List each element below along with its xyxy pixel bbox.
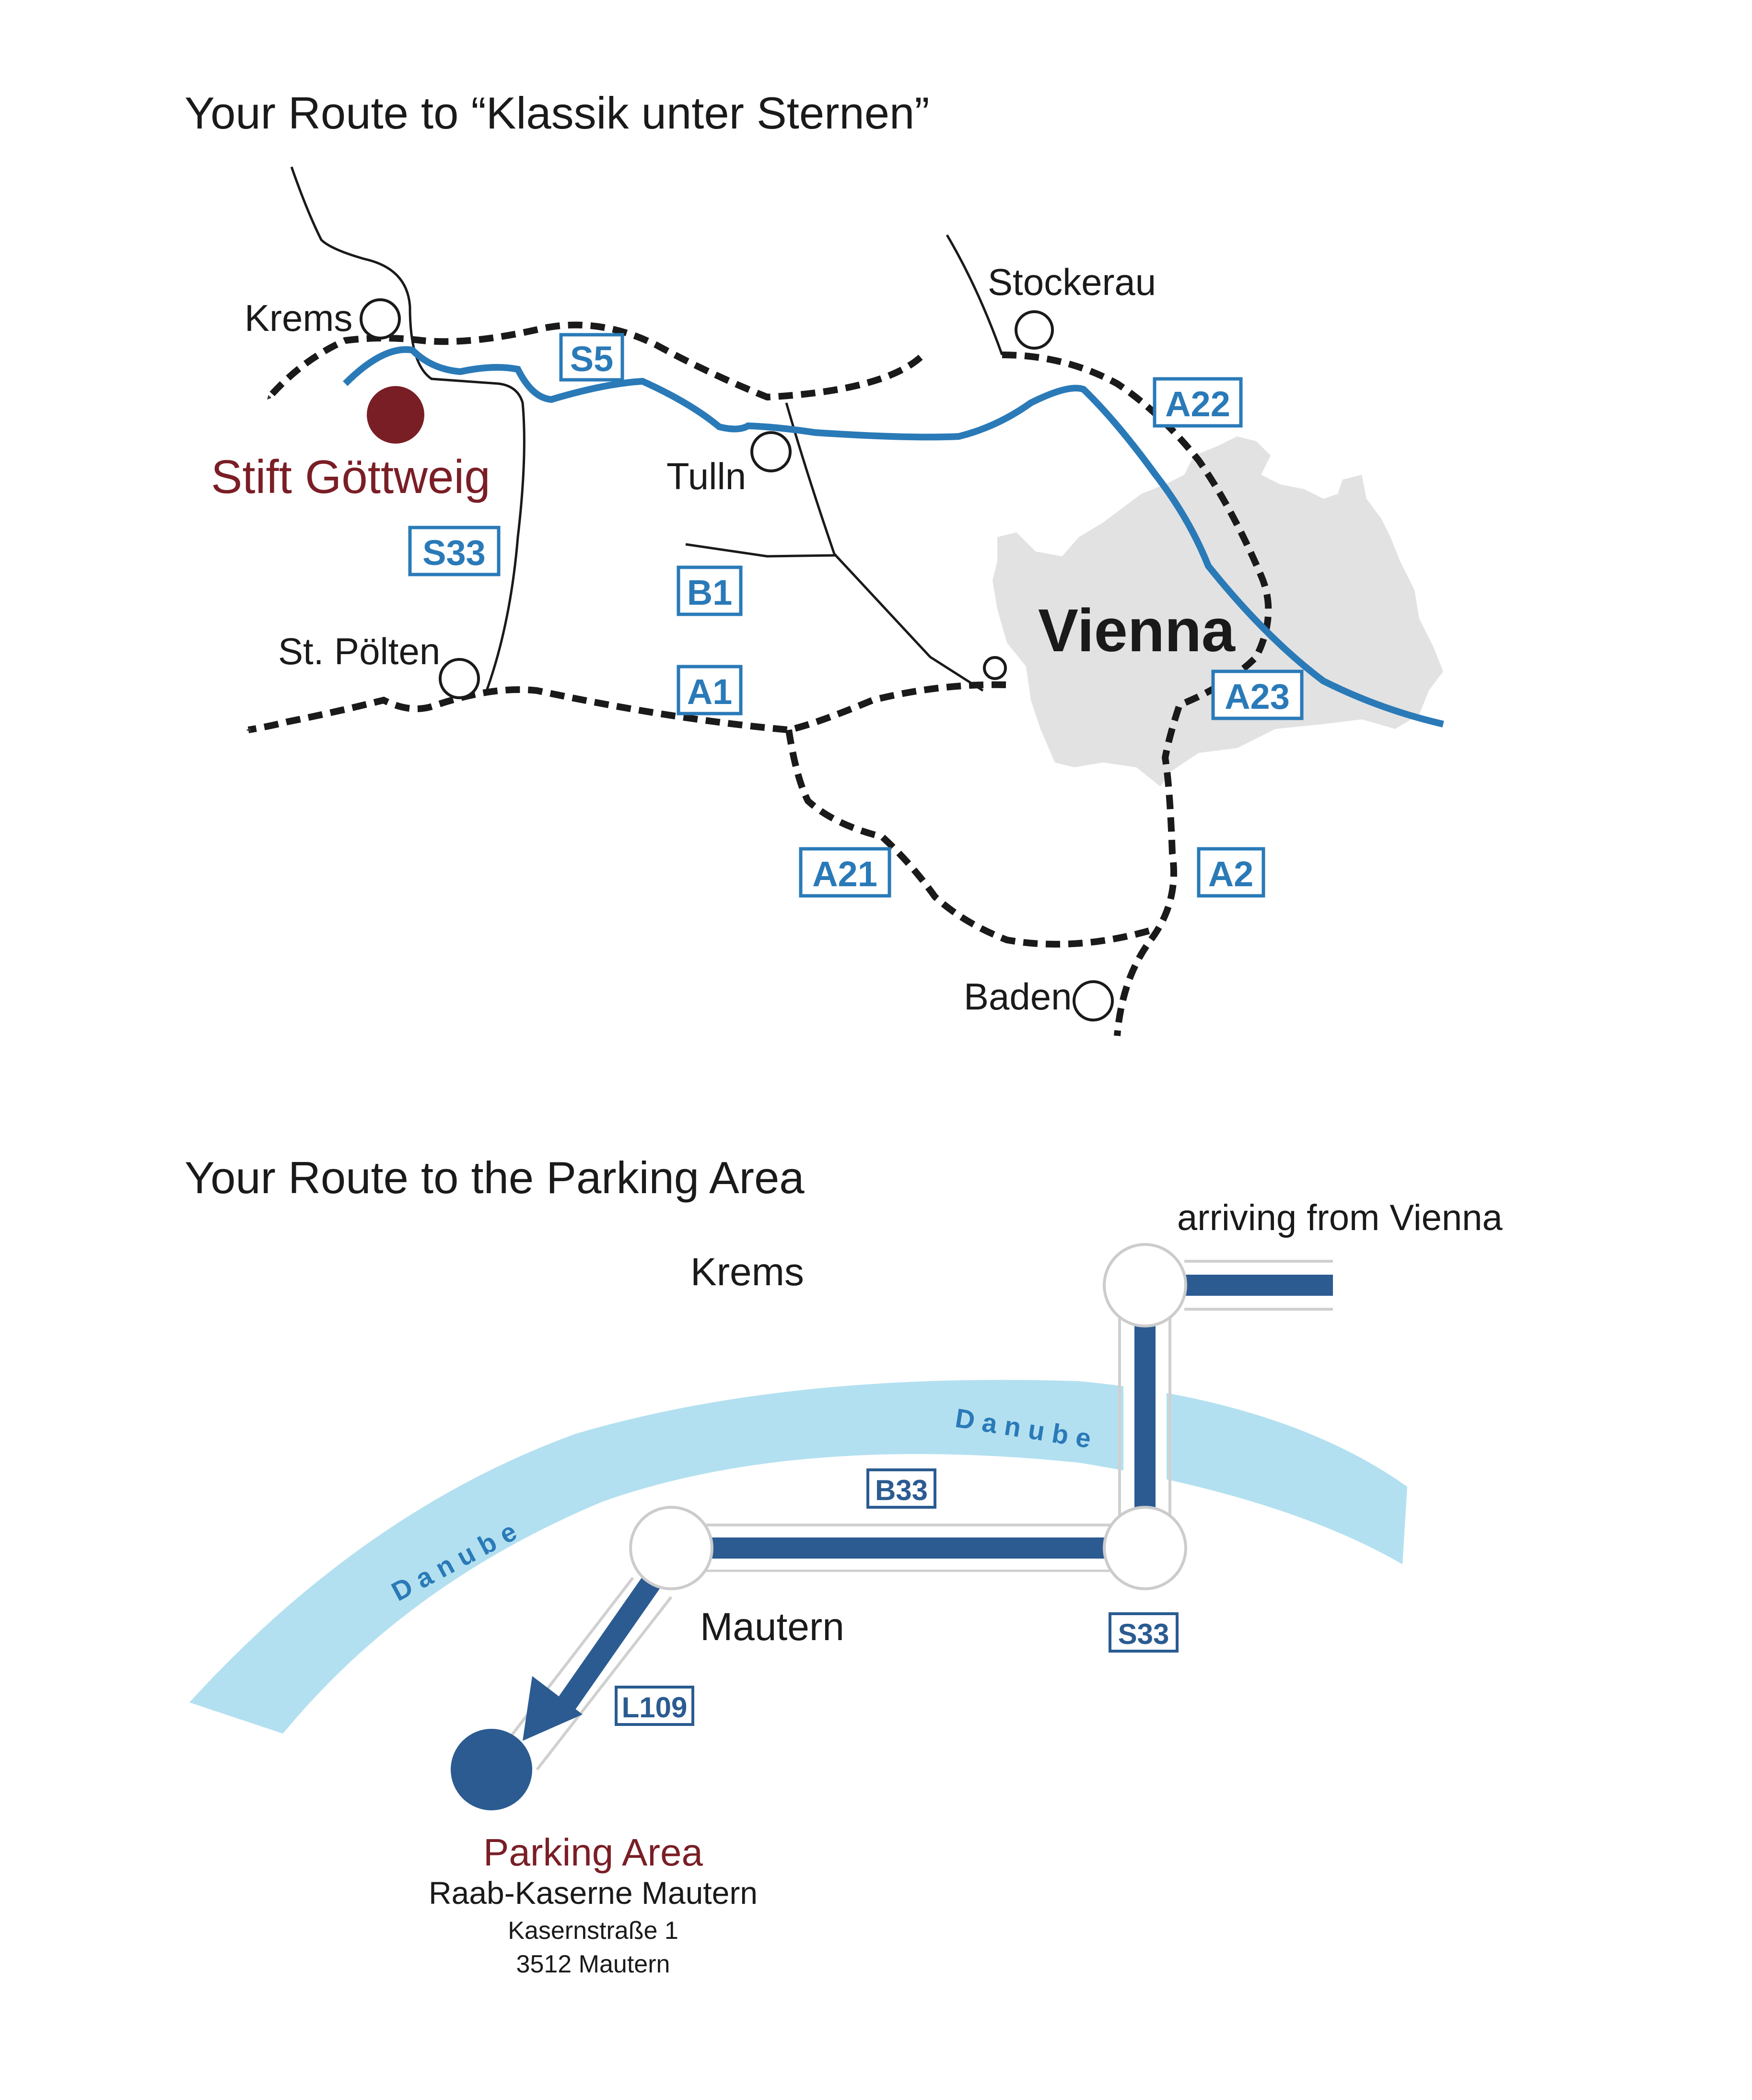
junction-mautern [629,1506,713,1590]
svg-text:A2: A2 [1208,854,1254,894]
vienna-area [993,436,1443,786]
stockerau-label: Stockerau [988,261,1156,303]
route-s5 [343,346,1444,727]
parking-area-marker [451,1729,532,1810]
krems-label-2: Krems [690,1250,804,1294]
svg-text:A21: A21 [812,854,877,894]
st-poelten-label: St. Pölten [278,630,440,672]
parking-address: Parking Area Raab-Kaserne Mautern Kasern… [429,1831,758,1978]
stift-goettweig-marker [367,386,424,444]
sign-s33-2: S33 [1109,1612,1179,1653]
svg-text:S5: S5 [570,339,614,379]
vienna-label: Vienna [1038,597,1236,664]
minor-roads [290,166,1004,692]
overview-map-title: Your Route to “Klassik unter Sternen” [185,88,930,138]
sign-a21: A21 [799,847,891,898]
sign-a1: A1 [677,665,743,716]
baden-label: Baden [964,975,1072,1018]
junction-s33 [1103,1506,1187,1590]
krems-label: Krems [245,297,352,339]
motorway-a21 [785,729,1152,948]
road-b1 [685,543,837,558]
mautern-label: Mautern [700,1605,844,1649]
svg-text:A22: A22 [1165,384,1230,424]
parking-route [557,1275,1333,1711]
svg-text:B33: B33 [875,1474,928,1506]
sign-l109: L109 [615,1686,694,1726]
svg-text:S33: S33 [1118,1618,1169,1650]
svg-text:B1: B1 [687,573,733,612]
overview-map: Your Route to “Klassik unter Sternen” [185,88,1444,1036]
junction-vienna [1103,1243,1187,1327]
road-kr-tulln [785,402,984,692]
motorway-a22 [1002,352,1272,1036]
city-markers [360,298,1114,1021]
parking-area-title: Parking Area [483,1831,703,1874]
parking-area-name: Raab-Kaserne Mautern [429,1875,758,1911]
sign-s33: S33 [408,526,501,576]
motorway-north [266,321,923,401]
road-stockerau [946,234,1004,355]
parking-map-title: Your Route to the Parking Area [185,1152,805,1203]
destination-label: Stift Göttweig [211,450,491,503]
sign-b1: B1 [677,565,743,616]
sign-a23: A23 [1211,669,1304,720]
baden-marker [1073,980,1114,1021]
road-north-krems [290,166,526,691]
vienna-small-marker [983,656,1007,680]
krems-marker [360,298,401,340]
tulln-label: Tulln [666,455,746,497]
parking-map: Your Route to the Parking Area Danube Da… [185,1152,1503,1978]
motorways [246,321,1272,1036]
stockerau-marker [1015,310,1054,350]
motorway-a1 [246,681,1006,734]
parking-area-street: Kasernstraße 1 [508,1917,678,1945]
sign-b33: B33 [866,1468,936,1509]
sign-a2: A2 [1197,847,1265,898]
svg-text:A1: A1 [687,672,733,712]
svg-text:S33: S33 [422,533,486,573]
route-arrowhead [523,1676,583,1741]
junction-markers [629,1243,1187,1590]
danube-river [189,1380,1407,1734]
road-signs: S5 A22 S33 B1 A1 A23 [408,333,1304,898]
svg-text:A23: A23 [1225,677,1290,716]
road-casings [495,1260,1333,1771]
sign-a22: A22 [1153,377,1243,428]
st-poelten-marker [439,658,480,699]
tulln-marker [750,431,792,472]
parking-area-city: 3512 Mautern [516,1950,670,1978]
sign-s5: S5 [559,333,624,382]
arriving-from-vienna-label: arriving from Vienna [1177,1197,1503,1238]
svg-text:L109: L109 [622,1691,688,1724]
